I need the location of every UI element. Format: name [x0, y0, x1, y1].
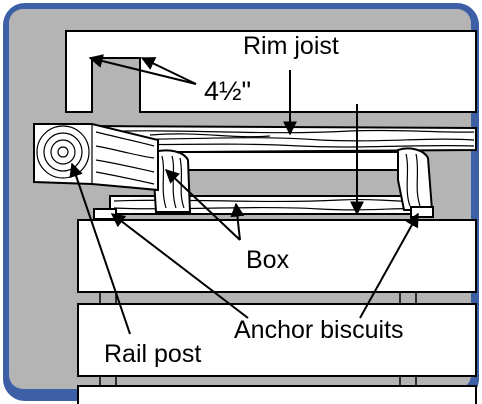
label-dimension: 4½"	[204, 76, 251, 106]
label-box: Box	[246, 246, 290, 274]
anchor-biscuit-right	[410, 206, 434, 218]
leader-lines	[69, 54, 419, 335]
deck-board-3	[77, 385, 477, 404]
box-post-left	[153, 149, 192, 213]
label-rail-post: Rail post	[104, 340, 201, 368]
rim-joist-board	[65, 30, 477, 113]
deck-board-1	[77, 219, 477, 293]
deck-board-2	[77, 303, 477, 377]
label-rim-joist: Rim joist	[243, 32, 339, 60]
box-upper-rail	[175, 151, 411, 171]
board-gap-marks	[99, 292, 417, 386]
rail-post-rings	[36, 124, 155, 185]
box-post-right	[397, 147, 434, 211]
label-anchor-biscuits: Anchor biscuits	[234, 316, 404, 344]
